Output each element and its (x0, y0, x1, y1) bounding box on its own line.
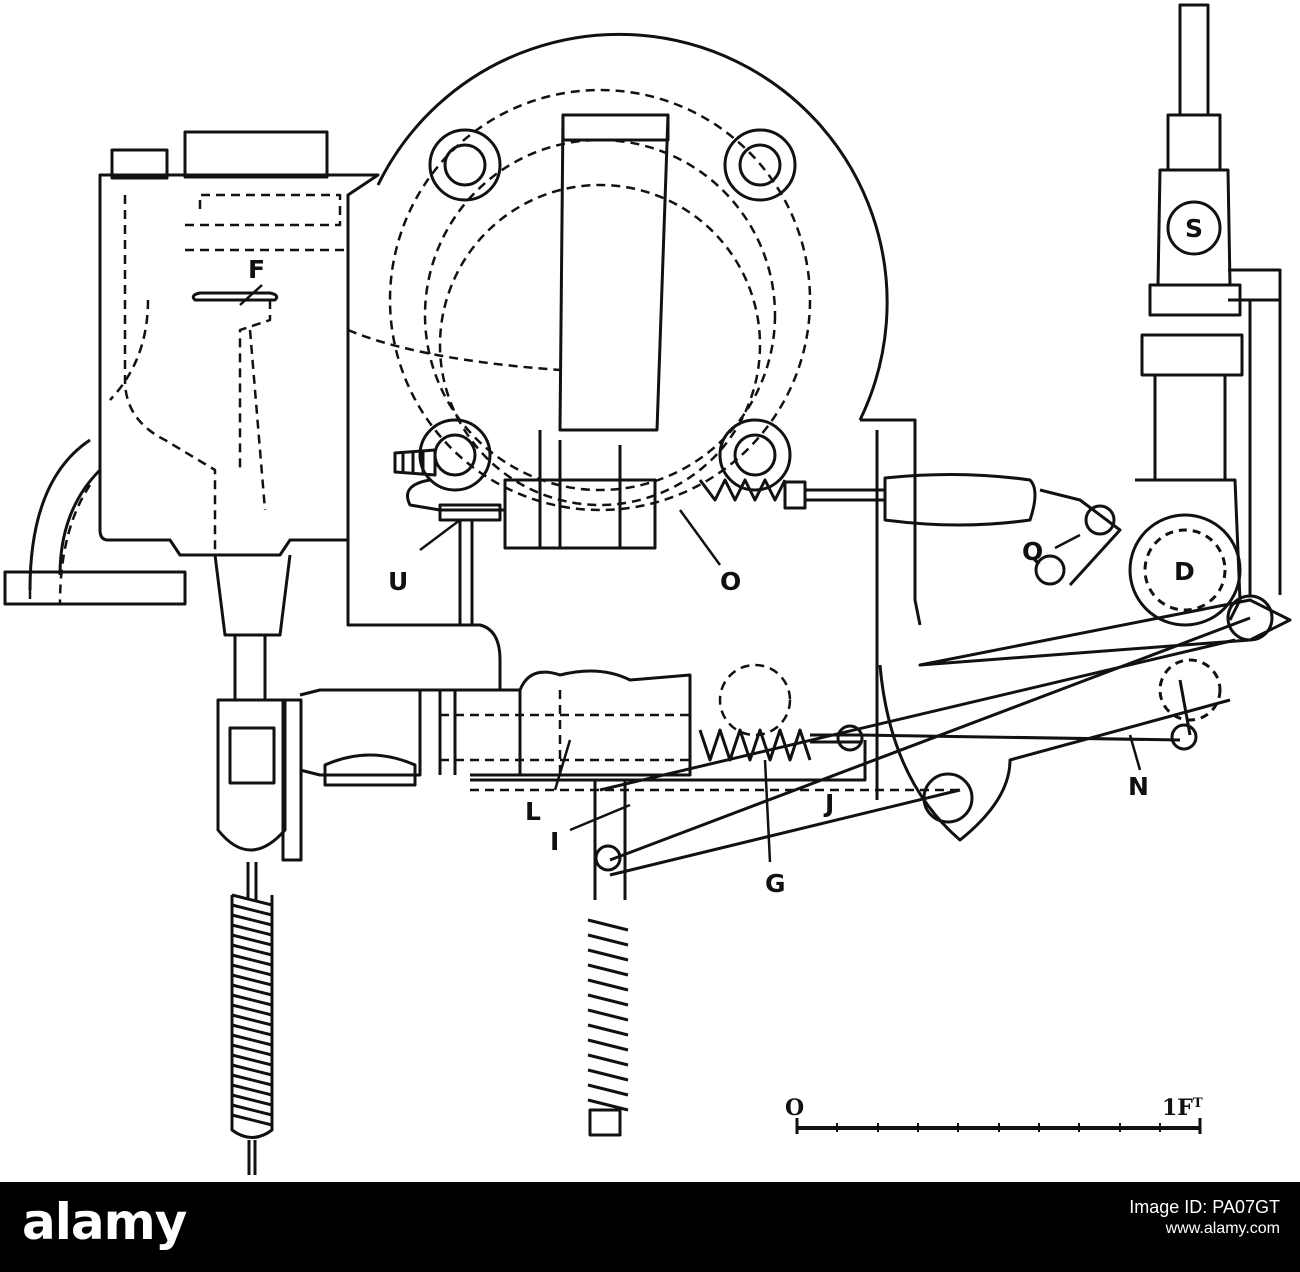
top-rod (1178, 3, 1210, 117)
mechanism-diagram: F S U O Q D L I G J N O 1FT (3, 3, 1292, 1175)
link-to-pivot-a (609, 616, 1251, 862)
handle-grip (883, 472, 1037, 527)
label-l: L (525, 797, 541, 826)
scale-start-label: O (785, 1095, 804, 1121)
bell-crank (878, 664, 1231, 842)
valve-hidden-passages (28, 193, 561, 605)
chute-top (561, 113, 670, 142)
rod-n (859, 733, 1181, 742)
lower-spring-coils (587, 918, 629, 1112)
link-to-pivot-b (599, 638, 1236, 792)
spring-g-eye (836, 724, 864, 752)
upper-rod (805, 488, 885, 502)
label-j: J (823, 789, 834, 818)
valve-body (98, 173, 380, 557)
pivot-q-lower (1034, 554, 1066, 586)
frame-right-edge (860, 418, 922, 626)
bell-crank-pivot (922, 772, 974, 824)
lower-cylinder-shoe (323, 753, 417, 787)
leader-lines (239, 284, 1142, 863)
spring-o (698, 478, 787, 502)
column-collar (1148, 283, 1242, 317)
pivot-q-upper (1084, 504, 1116, 536)
spring-o-nut (783, 480, 807, 510)
spring-hook (246, 862, 258, 900)
side-link (1228, 268, 1282, 595)
image-id-text: Image ID: PA07GT (1129, 1197, 1280, 1217)
drum-bracket (1135, 478, 1242, 621)
upper-cylinder-ribs (538, 430, 622, 548)
top-boss-right (183, 130, 329, 179)
u-nut (438, 503, 502, 522)
valve-stem (233, 635, 267, 700)
lower-cylinder-rings (418, 690, 522, 775)
spring-tail (247, 1140, 257, 1175)
valve-s-knob (1166, 200, 1222, 256)
engineering-drawing: F S U O Q D L I G J N O 1FT (3, 3, 1292, 1175)
lower-stem-pin (594, 844, 622, 872)
flange-foot (3, 570, 187, 606)
label-q: Q (1022, 537, 1043, 566)
clevis-block (228, 726, 276, 785)
scale-end-label-suffix: T (1193, 1096, 1203, 1111)
hanging-spring-outline (230, 895, 274, 1139)
valve-head (191, 291, 279, 302)
elbow-inner (58, 468, 102, 576)
label-g: G (765, 869, 786, 898)
scale-end-label: 1FT (1162, 1095, 1203, 1121)
label-d: D (1174, 557, 1195, 586)
scale-bar: O 1FT (785, 1095, 1203, 1134)
round-housing (376, 32, 889, 421)
spring-g (698, 728, 812, 762)
mechanism-body (3, 3, 1292, 1175)
label-u: U (388, 567, 408, 596)
label-s: S (1185, 214, 1203, 243)
image-id-block: Image ID: PA07GT www.alamy.com (1129, 1196, 1280, 1240)
lower-spring-nut (588, 1108, 622, 1137)
label-n: N (1128, 772, 1149, 801)
image-site-url: www.alamy.com (1165, 1220, 1280, 1237)
clevis (216, 698, 287, 852)
hanging-spring-coils (231, 893, 273, 1127)
frame-left-edge (346, 540, 502, 690)
lower-frame-edge (470, 740, 867, 782)
main-lever-j-upper (918, 598, 1292, 667)
u-bracket (406, 478, 505, 512)
upper-plunger (393, 448, 437, 477)
valve-stem-housing (213, 554, 292, 637)
column-sleeve (1166, 113, 1222, 172)
label-o: O (720, 567, 741, 596)
upper-cylinder (503, 478, 657, 550)
label-f: F (248, 255, 265, 284)
lower-cylinder-head (299, 688, 422, 777)
lower-cylinder (420, 669, 692, 777)
column-lower (1153, 375, 1227, 480)
upper-plunger-ribs (401, 451, 425, 474)
crank-end (1170, 723, 1198, 751)
central-chute (558, 113, 670, 432)
alamy-logo: alamy (22, 1193, 187, 1251)
housing-bolts (418, 128, 797, 492)
watermark-banner: alamy Image ID: PA07GT www.alamy.com (0, 1182, 1300, 1272)
housing-hidden-circles (388, 88, 812, 512)
spring-g-rod (810, 733, 860, 744)
side-bar (281, 698, 303, 862)
top-boss-left (110, 148, 169, 180)
elbow-outer (28, 438, 91, 591)
u-stem (458, 520, 474, 627)
lower-stem (593, 780, 627, 900)
crank-hidden-circle (1158, 658, 1222, 722)
label-i: I (550, 827, 559, 856)
drum-d-inner (1143, 528, 1227, 612)
column-block (1140, 333, 1244, 377)
lower-link (609, 788, 961, 877)
scale-end-label-main: 1F (1162, 1095, 1193, 1121)
lever-q (1039, 488, 1122, 587)
